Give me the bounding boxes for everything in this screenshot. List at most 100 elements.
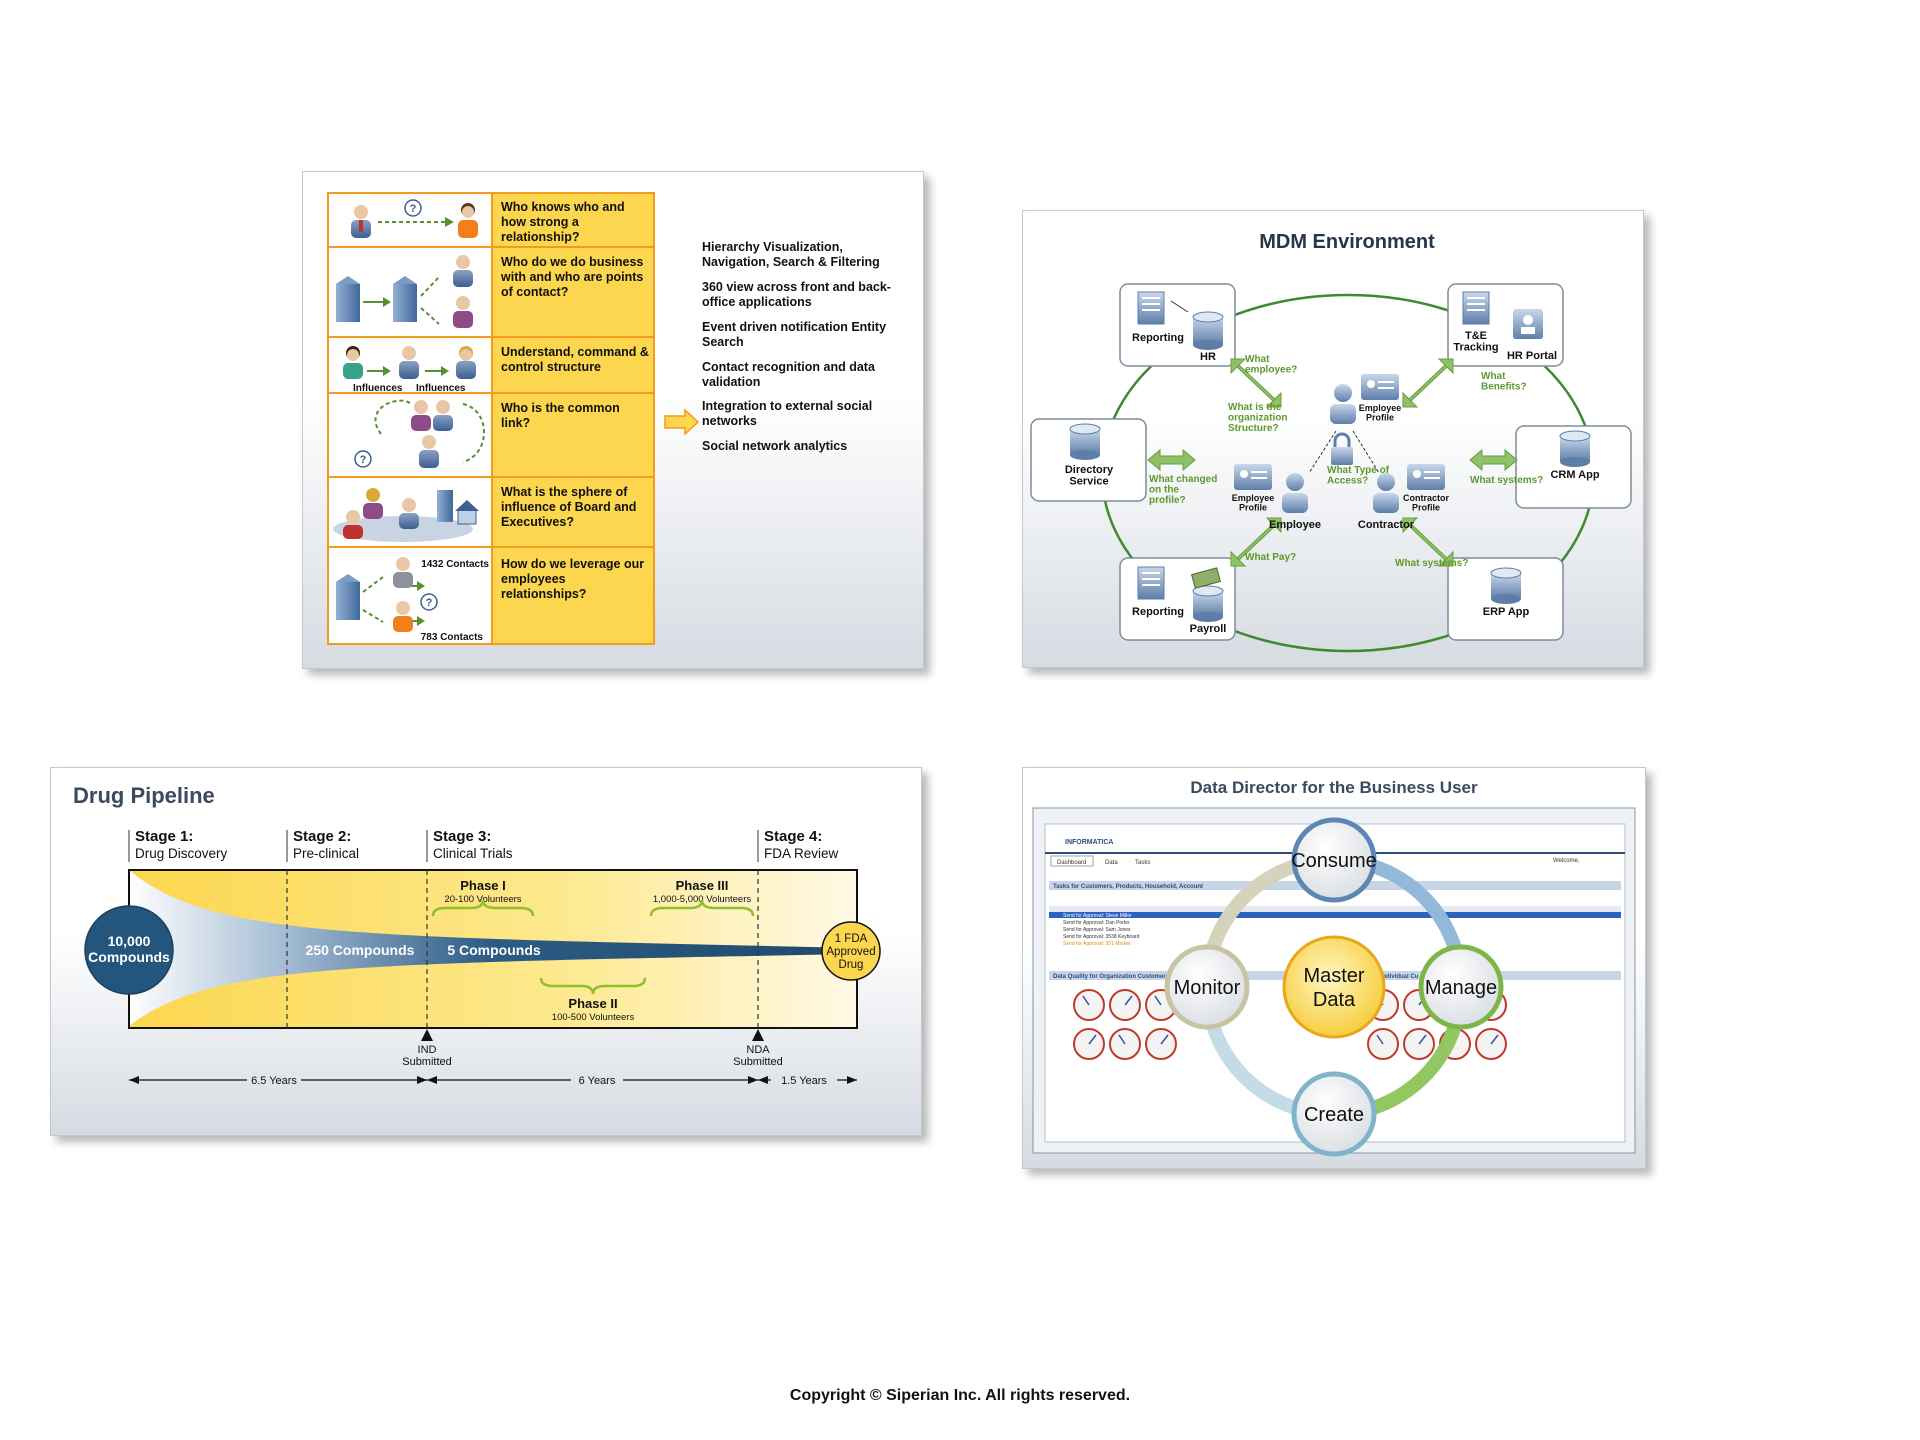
database-icon xyxy=(1192,585,1224,622)
approved-line: 1 FDA xyxy=(835,933,868,945)
feature-item: Hierarchy Visualization, Navigation, Sea… xyxy=(702,240,880,269)
stage-name: Drug Discovery xyxy=(135,846,228,861)
document-icon xyxy=(1137,566,1165,600)
database-icon xyxy=(1490,567,1522,604)
person-icon xyxy=(343,346,363,379)
person-icon xyxy=(393,601,413,632)
master-data-line: Master xyxy=(1303,965,1364,987)
crm-app-label: CRM App xyxy=(1550,469,1599,481)
payroll-label: Payroll xyxy=(1190,623,1227,635)
dq-section-header: for Individual Cu xyxy=(1371,974,1419,980)
milestone-marker xyxy=(421,1029,433,1041)
employee-label: Employee xyxy=(1269,519,1321,531)
person-icon xyxy=(363,488,383,519)
compounds-250-label: 250 Compounds xyxy=(306,942,415,958)
gauge-needle xyxy=(1490,1034,1499,1045)
double-arrow-icon xyxy=(1147,448,1196,472)
phase-volunteers: 20-100 Volunteers xyxy=(444,894,521,905)
question-text: How do we leverage our employees relatio… xyxy=(501,557,645,601)
stage-number: Stage 3: xyxy=(433,828,491,845)
manage-node xyxy=(1418,944,1504,1030)
person-icon xyxy=(1282,473,1308,513)
person-icon xyxy=(399,498,419,529)
pipeline-title: Drug Pipeline xyxy=(73,783,215,808)
director-title: Data Director for the Business User xyxy=(1190,778,1478,797)
duration-label: 1.5 Years xyxy=(781,1075,827,1087)
document-icon xyxy=(1462,291,1490,325)
tab-data[interactable]: Data xyxy=(1105,860,1118,866)
approved-drug-circle xyxy=(821,921,881,981)
contacts-label: 1432 Contacts xyxy=(421,559,489,570)
question-text: What is the sphere of influence of Board… xyxy=(501,485,637,529)
question-text: Who is the common link? xyxy=(501,401,620,430)
gauge-needle xyxy=(1118,1034,1126,1045)
double-arrow-icon xyxy=(1402,358,1454,408)
welcome-text: Welcome, xyxy=(1553,858,1580,864)
id-badge-icon xyxy=(1513,309,1543,339)
compounds-start-line1: 10,000 xyxy=(108,933,151,949)
tab-tasks[interactable]: Tasks xyxy=(1135,860,1150,866)
task-row[interactable]: Send for Approval: Steve Miller xyxy=(1063,913,1132,919)
stage-number: Stage 2: xyxy=(293,828,351,845)
question-what-systems: What systems? xyxy=(1395,558,1468,569)
stage-name: Pre-clinical xyxy=(293,846,359,861)
person-icon xyxy=(453,255,473,287)
master-data-line: Data xyxy=(1313,989,1356,1011)
influences-label: Influences xyxy=(416,383,466,394)
reporting-label: Reporting xyxy=(1132,606,1184,618)
question-what-systems: What systems? xyxy=(1470,475,1543,486)
task-row[interactable]: Send for Approval: 301 Market xyxy=(1063,941,1131,947)
tasks-section-header: Tasks for Customers, Products, Household… xyxy=(1053,884,1203,890)
house-icon xyxy=(455,500,479,525)
manage-label: Manage xyxy=(1425,977,1497,999)
question-what-pay: What Pay? xyxy=(1245,552,1296,563)
document-icon xyxy=(1137,291,1165,325)
svg-text:?: ? xyxy=(410,203,417,215)
tab-dashboard[interactable]: Dashboard xyxy=(1057,860,1086,866)
duration-label: 6 Years xyxy=(579,1075,616,1087)
money-icon xyxy=(1191,567,1221,589)
feature-item: Social network analytics xyxy=(702,439,848,453)
drug-pipeline-slide: Drug Pipeline Stage 1: Stage 2: Stage 3:… xyxy=(50,767,922,1136)
social-network-slide: ? Influences Influences ? xyxy=(302,171,924,669)
hr-label: HR xyxy=(1200,351,1216,363)
task-row[interactable]: Send for Approval: Sam Jones xyxy=(1063,927,1131,933)
task-row[interactable]: Send for Approval: 3538 Keyboard xyxy=(1063,934,1140,940)
milestone-name: IND xyxy=(418,1044,437,1056)
informatica-logo: INFORMATICA xyxy=(1065,839,1113,846)
compounds-5-label: 5 Compounds xyxy=(447,942,541,958)
reporting-label: Reporting xyxy=(1132,332,1184,344)
gauge-needle xyxy=(1124,995,1133,1006)
task-row[interactable]: Send for Approval: Dan Porter xyxy=(1063,920,1130,926)
double-arrow-icon xyxy=(1230,517,1282,567)
double-arrow-icon xyxy=(1230,358,1282,408)
person-icon xyxy=(453,296,473,328)
contacts-label: 783 Contacts xyxy=(421,632,484,643)
svg-text:?: ? xyxy=(360,454,367,466)
question-text: Who knows who and how strong a relations… xyxy=(501,200,625,244)
profile-card-icon xyxy=(1234,464,1272,490)
feature-item: 360 view across front and back-office ap… xyxy=(702,280,891,309)
approved-line: Drug xyxy=(839,959,864,971)
gauge-needle xyxy=(1088,1034,1097,1045)
feature-item: Integration to external social networks xyxy=(702,399,873,428)
consume-label: Consume xyxy=(1291,850,1377,872)
stage-name: FDA Review xyxy=(764,846,839,861)
double-arrow-icon xyxy=(1402,517,1454,567)
person-icon xyxy=(433,400,453,431)
copyright-notice: Copyright © Siperian Inc. All rights res… xyxy=(789,1387,1131,1404)
approved-line: Approved xyxy=(826,946,875,958)
question-icon: ? xyxy=(404,199,422,217)
data-director-slide: Data Director for the Business User INFO… xyxy=(1022,767,1646,1169)
building-icon xyxy=(393,276,417,322)
svg-text:?: ? xyxy=(426,597,433,609)
database-icon xyxy=(1192,311,1224,350)
compounds-start-line2: Compounds xyxy=(88,949,170,965)
social-table-graphic: ? Influences Influences ? xyxy=(327,192,700,645)
